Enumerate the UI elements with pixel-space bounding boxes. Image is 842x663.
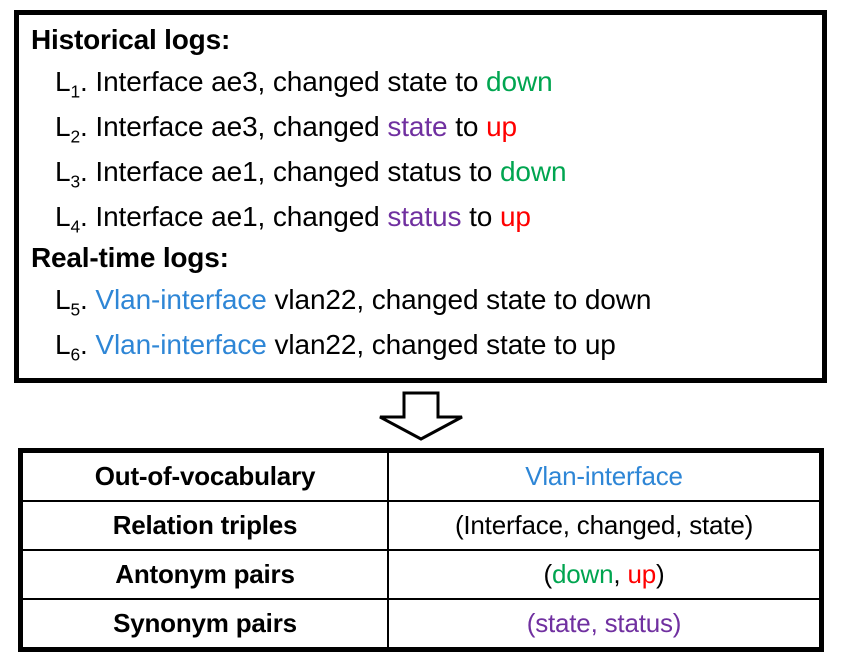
row-value-part-3: up [627,559,656,589]
row-value-part-0: Vlan-interface [525,461,683,491]
row-value-cell: Vlan-interface [387,449,823,502]
log-text-part-0: Vlan-interface [95,284,267,315]
log-text-part-0: Interface ae1, changed [95,201,388,232]
row-value-cell: (Interface, changed, state) [387,500,823,551]
log-line-index: 5 [70,299,81,320]
log-line-index: 3 [70,171,81,192]
row-label-cell: Out-of-vocabulary [19,449,389,502]
row-value-part-0: ( [543,559,553,589]
log-line-id: L6. [55,329,96,365]
row-value-part-1: down [552,559,614,589]
log-text-part-2: to [461,201,500,232]
log-text-part-0: Interface ae1, changed status to [95,156,500,187]
down-arrow-outline-icon [379,391,463,441]
log-line: L1. Interface ae3, changed state to down [19,59,822,104]
table-row: Relation triples (Interface, changed, sta… [19,500,823,551]
log-line-id: L3. [55,156,96,192]
log-text-part-0: Vlan-interface [95,329,267,360]
realtime-logs-list: L5. Vlan-interface vlan22, changed state… [19,277,822,367]
realtime-logs-heading: Real-time logs: [31,242,229,273]
log-text-part-2: to [447,111,487,142]
log-line-id: L5. [55,284,96,320]
row-value-part-0: ( [526,608,536,638]
row-value-part-2: , [590,608,605,638]
log-line-id: L2. [55,111,96,147]
log-text-part-1: down [499,156,567,187]
row-label-cell: Synonym pairs [19,598,389,651]
row-label-cell: Antonym pairs [19,549,389,600]
log-line-index: 2 [70,126,81,147]
log-text-part-1: vlan22, changed state to up [266,329,616,360]
log-text-part-1: down [486,66,553,97]
log-line: L2. Interface ae3, changed state to up [19,104,822,149]
table-row: Synonym pairs(state, status) [19,598,823,651]
log-line: L3. Interface ae1, changed status to dow… [19,149,822,194]
log-text-part-1: vlan22, changed state to down [266,284,652,315]
historical-logs-heading: Historical logs: [31,24,231,55]
log-line: L5. Vlan-interface vlan22, changed state… [19,277,822,322]
row-value-part-1: state [535,608,591,638]
flow-arrow-container [0,390,842,442]
row-value-cell: (down, up) [387,549,823,600]
log-line: L4. Interface ae1, changed status to up [19,194,822,239]
log-line-index: 4 [70,216,81,237]
row-value-part-4: ) [655,559,665,589]
historical-logs-list: L1. Interface ae3, changed state to down… [19,59,822,239]
row-label-cell: Relation triples [19,500,389,551]
row-value-part-2: , [613,559,628,589]
row-value-cell: (state, status) [387,598,823,651]
log-line-id: L1. [55,66,96,102]
logs-panel: Historical logs: L1. Interface ae3, chan… [14,10,827,383]
row-value-part-0: (Interface, changed, state) [454,510,754,540]
log-text-part-1: status [387,201,462,232]
log-text-part-1: state [387,111,448,142]
log-text-part-3: up [486,111,518,142]
log-text-part-0: Interface ae3, changed state to [95,66,487,97]
log-text-part-0: Interface ae3, changed [95,111,388,142]
log-text-part-3: up [499,201,531,232]
table-row: Antonym pairs(down, up) [19,549,823,600]
row-value-part-3: status [604,608,673,638]
table-row: Out-of-vocabulary Vlan-interface [19,449,823,502]
log-line: L6. Vlan-interface vlan22, changed state… [19,322,822,367]
log-line-id: L4. [55,201,96,237]
log-line-index: 1 [70,81,81,102]
log-line-index: 6 [70,344,81,365]
row-value-part-4: ) [672,608,682,638]
